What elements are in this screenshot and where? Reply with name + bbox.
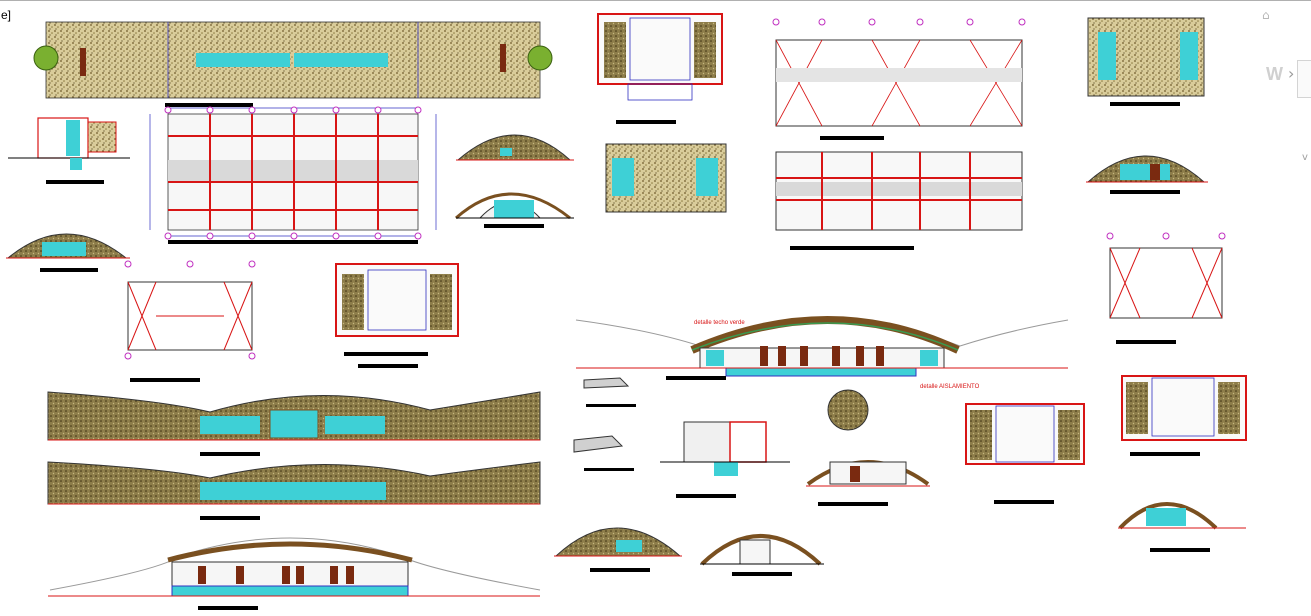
roof-plan-center [605,143,727,213]
mound-elevation-bottom [554,527,682,572]
long-section-bottom [48,537,541,610]
unit-plan-right-upper [1121,375,1247,456]
view-menu-icon[interactable]: v [1302,152,1308,163]
unit-plan-center [335,263,459,368]
structural-plan-small [124,260,256,382]
structural-plan-right [1106,232,1226,344]
detail-small-2 [573,435,634,471]
mound-elevation-2 [6,233,130,272]
vault-section-2 [806,460,930,506]
section-green-roof: detalle techo verde detalle AISLAMIENTO [575,316,1069,390]
structural-plan-top [772,18,1026,140]
svg-text:detalle techo verde: detalle techo verde [694,320,745,326]
detail-circle [827,389,869,431]
viewport-label[interactable]: e] [1,8,12,22]
detail-small-1 [583,377,636,407]
floor-plan-long [775,151,1023,250]
view-cube[interactable]: W › [1264,56,1308,96]
navigation-bar[interactable] [1297,60,1311,98]
compass-west-label[interactable]: W [1266,64,1283,84]
long-elevation-1 [47,391,541,456]
vault-section-bottom [700,534,824,576]
svg-text:detalle AISLAMIENTO: detalle AISLAMIENTO [920,384,980,390]
floor-plan-main [149,106,437,244]
window-top-border [0,0,1311,1]
chevron-right-icon[interactable]: › [1288,64,1295,83]
site-plan-top [33,21,553,107]
mound-elevation-right [1086,155,1208,194]
long-elevation-2 [47,461,541,520]
section-small-left [8,117,130,184]
roof-plan-top-right [1087,17,1205,106]
mound-elevation-1 [456,134,574,161]
vault-section-right [1118,502,1246,552]
unit-plan-right-middle [965,403,1085,504]
vault-section-1 [455,192,574,228]
unit-plan-top [597,13,723,124]
home-icon[interactable]: ⌂ [1262,8,1270,22]
detail-section-insulation [660,421,790,498]
